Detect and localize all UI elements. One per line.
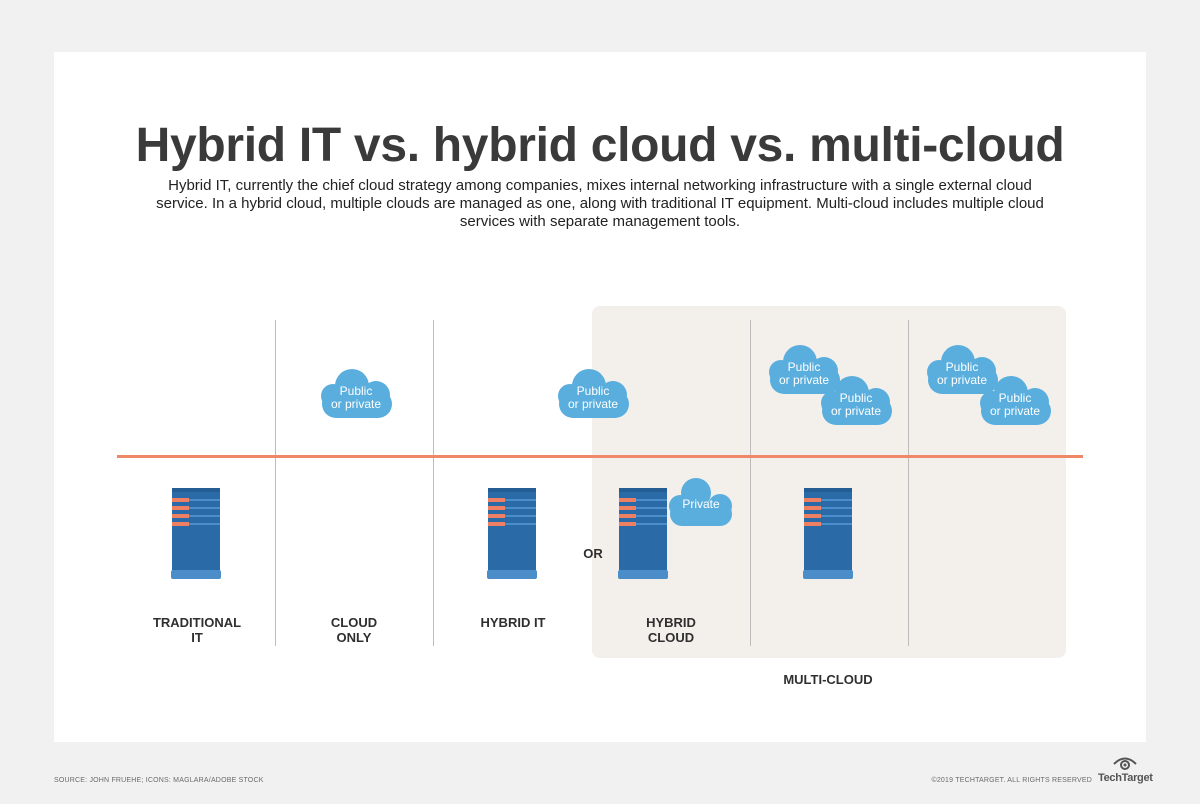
server-rack-icon: [618, 488, 670, 580]
column-label-cloud-only: CLOUD ONLY: [330, 615, 378, 645]
or-label: OR: [583, 546, 603, 561]
cloud-label: Public or private: [989, 391, 1041, 418]
brand-logo-text: TechTarget: [1098, 772, 1153, 784]
server-rack-icon: [171, 488, 223, 580]
column-divider: [908, 320, 909, 646]
cloud-label: Public or private: [936, 360, 988, 387]
source-credit: SOURCE: JOHN FRUEHE; ICONS: MAGLARA/ADOB…: [54, 777, 264, 784]
cloud-icon: Public or private: [316, 368, 396, 418]
group-label-multi-cloud: MULTI-CLOUD: [783, 672, 873, 687]
cloud-icon: Public or private: [816, 375, 896, 425]
column-divider: [433, 320, 434, 646]
cloud-icon: Public or private: [764, 344, 844, 394]
copyright-notice: ©2019 TECHTARGET. ALL RIGHTS RESERVED: [931, 777, 1092, 784]
column-label-hybrid-it: HYBRID IT: [480, 615, 546, 630]
server-rack-icon: [487, 488, 539, 580]
page-title: Hybrid IT vs. hybrid cloud vs. multi-clo…: [135, 119, 1065, 172]
cloud-label: Public or private: [778, 360, 830, 387]
cloud-label: Public or private: [830, 391, 882, 418]
column-divider: [750, 320, 751, 646]
column-label-traditional-it: TRADITIONAL IT: [152, 615, 242, 645]
cloud-icon: Public or private: [922, 344, 1002, 394]
network-boundary-line: [117, 455, 1083, 458]
cloud-label: Public or private: [567, 384, 619, 411]
cloud-icon: Public or private: [975, 375, 1055, 425]
column-divider: [275, 320, 276, 646]
cloud-label: Private: [682, 496, 720, 511]
column-label-hybrid-cloud: HYBRID CLOUD: [646, 615, 696, 645]
server-rack-icon: [803, 488, 855, 580]
cloud-label: Public or private: [330, 384, 382, 411]
cloud-icon: Public or private: [553, 368, 633, 418]
cloud-icon: Private: [668, 476, 734, 526]
eye-logo-icon: [1113, 757, 1137, 770]
page-subtitle: Hybrid IT, currently the chief cloud str…: [156, 177, 1044, 230]
